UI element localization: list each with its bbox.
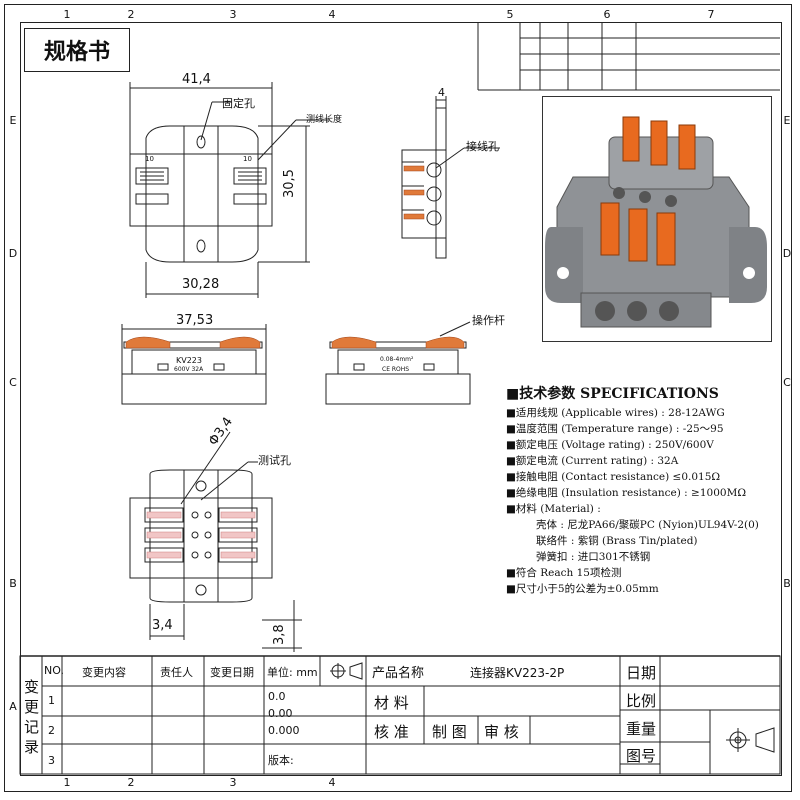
spec-line: ■材料 (Material) : <box>506 503 601 515</box>
drawing-number-label: 图号 <box>626 747 657 765</box>
label-wire-hole: 接线孔 <box>466 140 499 153</box>
drawing-border-outer <box>4 4 792 792</box>
spec-line: 联络件 : 紫铜 (Brass Tin/plated) <box>536 535 698 547</box>
grid-row-right-d: D <box>782 247 792 260</box>
drawing-border-inner <box>20 22 782 776</box>
label-fixing-hole: 固定孔 <box>222 97 255 110</box>
grid-row-b: B <box>9 577 17 590</box>
product-photo <box>542 96 772 342</box>
change-record-char: 更 <box>24 698 40 716</box>
scale-label: 比例 <box>626 692 657 710</box>
version-label: 版本: <box>268 754 294 767</box>
grid-row-d: D <box>8 247 18 260</box>
col-change-date: 变更日期 <box>210 666 254 679</box>
back-text-2: CE ROHS <box>382 366 410 373</box>
dim-top-width: 41,4 <box>182 72 211 87</box>
dim-top-base: 30,28 <box>182 277 220 292</box>
tolerance-value: 0.000 <box>268 724 300 737</box>
grid-row-right-e: E <box>783 114 791 127</box>
spec-line: ■接触电阻 (Contact resistance) ≤0.015Ω <box>506 471 721 483</box>
grid-col-bottom-4: 4 <box>328 776 336 789</box>
strip-mark-right: 10 <box>243 155 252 163</box>
label-test-hole: 测试孔 <box>258 454 291 467</box>
change-record-char: 记 <box>24 718 40 736</box>
spec-heading: ■技术参数 SPECIFICATIONS <box>506 386 719 402</box>
spec-line: ■绝缘电阻 (Insulation resistance) : ≥1000MΩ <box>506 487 747 499</box>
grid-col-3: 3 <box>229 8 237 21</box>
change-record-char: 录 <box>24 738 40 756</box>
grid-col-2: 2 <box>127 8 135 21</box>
front-rating-text: 600V 32A <box>174 366 204 373</box>
grid-col-bottom-2: 2 <box>127 776 135 789</box>
date-label: 日期 <box>626 664 657 682</box>
grid-row-a: A <box>9 700 17 713</box>
grid-col-6: 6 <box>603 8 611 21</box>
grid-col-bottom-1: 1 <box>63 776 71 789</box>
grid-col-7: 7 <box>707 8 715 21</box>
label-operating-lever: 操作杆 <box>472 314 505 327</box>
dim-bottom-b: 3,8 <box>272 624 287 645</box>
spec-line: ■额定电流 (Current rating) : 32A <box>506 455 679 467</box>
row-number: 3 <box>48 754 55 767</box>
col-change-content: 变更内容 <box>82 666 126 679</box>
back-text-1: 0.08-4mm² <box>380 356 414 363</box>
grid-row-right-b: B <box>783 577 791 590</box>
spec-line: 壳体 : 尼龙PA66/聚碳PC (Nyion)UL94V-2(0) <box>536 519 759 531</box>
grid-col-4: 4 <box>328 8 336 21</box>
grid-col-bottom-3: 3 <box>229 776 237 789</box>
connector-illustration <box>545 116 767 328</box>
grid-row-c: C <box>9 376 17 389</box>
dim-front-width: 37,53 <box>176 313 214 328</box>
material-label: 材 料 <box>374 694 409 712</box>
unit-label: 单位: mm <box>267 666 318 679</box>
approve-label: 核 准 <box>374 723 409 741</box>
product-name: 连接器KV223-2P <box>470 666 565 680</box>
spec-line: 弹簧扣 : 进口301不锈钢 <box>536 551 651 563</box>
page-title: 规格书 <box>24 28 130 72</box>
review-label: 审 核 <box>484 723 519 741</box>
col-no: NO. <box>44 664 64 677</box>
spec-line: ■额定电压 (Voltage rating) : 250V/600V <box>506 439 714 451</box>
row-number: 1 <box>48 694 55 707</box>
product-name-label: 产品名称 <box>372 666 425 681</box>
spec-line: ■尺寸小于5的公差为±0.05mm <box>506 583 659 595</box>
grid-row-e: E <box>9 114 17 127</box>
draw-label: 制 图 <box>432 723 467 741</box>
spec-line: ■适用线规 (Applicable wires) : 28-12AWG <box>506 407 725 419</box>
spec-line: ■温度范围 (Temperature range) : -25～95 <box>506 423 724 435</box>
spec-line: ■符合 Reach 15项检测 <box>506 567 622 579</box>
row-number: 2 <box>48 724 55 737</box>
grid-col-1: 1 <box>63 8 71 21</box>
dim-side-thickness: 4 <box>438 86 445 99</box>
tolerance-value: 0.0 <box>268 690 286 703</box>
change-record-char: 变 <box>24 678 40 696</box>
grid-row-right-c: C <box>783 376 791 389</box>
tolerance-value: 0.00 <box>268 707 293 720</box>
strip-mark-left: 10 <box>145 155 154 163</box>
label-strip-length: 测线长度 <box>306 115 343 125</box>
front-model-text: KV223 <box>176 356 202 365</box>
grid-col-5: 5 <box>506 8 514 21</box>
dim-bottom-a: 3,4 <box>152 618 173 633</box>
col-owner: 责任人 <box>160 666 193 679</box>
weight-label: 重量 <box>626 720 657 738</box>
dim-top-height: 30,5 <box>282 169 297 198</box>
